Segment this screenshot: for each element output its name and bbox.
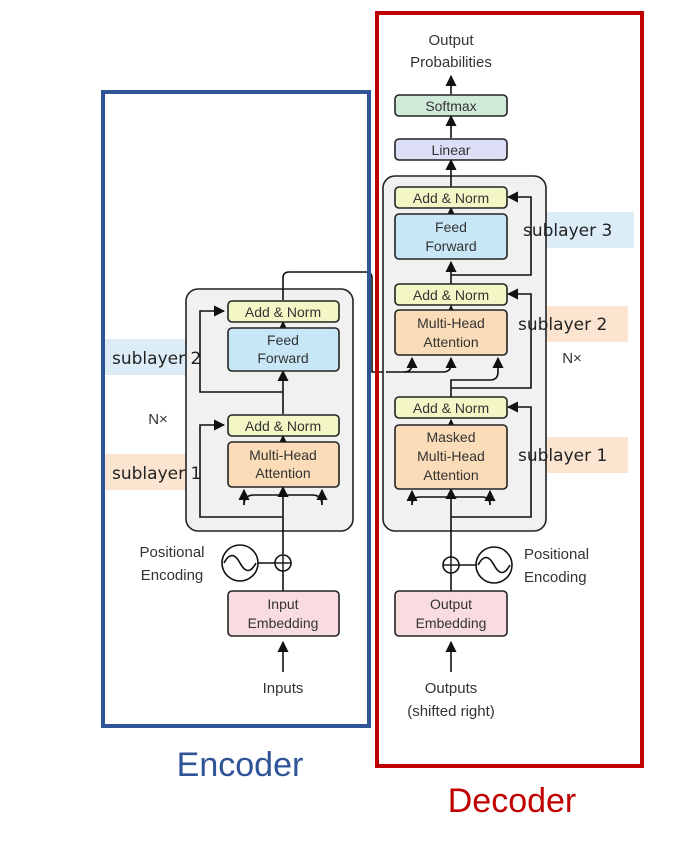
decoder-positional-label-2: Encoding — [524, 569, 587, 586]
encoder-residual-2 — [199, 305, 283, 393]
encoder-residual-1 — [199, 419, 283, 518]
decoder-linear-label: Linear — [432, 142, 471, 158]
decoder-residual-2 — [451, 288, 532, 389]
decoder-residual-1 — [451, 401, 532, 518]
encoder-feed-forward — [227, 327, 340, 372]
decoder-masked-label-3: Attention — [423, 467, 478, 483]
encoder-nx-label: N× — [148, 411, 168, 428]
encoder-title: Encoder — [177, 746, 304, 784]
decoder-masked-label-1: Masked — [426, 429, 475, 445]
decoder-feed-forward-label-2: Forward — [425, 238, 476, 254]
encoder-embedding-label-1: Input — [267, 596, 298, 612]
encoder-positional-label-2: Encoding — [141, 567, 204, 584]
decoder-add-norm-3 — [394, 186, 508, 209]
encoder-feed-forward-label-1: Feed — [267, 332, 299, 348]
decoder-add-norm-1 — [394, 396, 508, 419]
decoder-residual-3 — [451, 191, 532, 276]
decoder-attention-label-1: Multi-Head — [417, 315, 485, 331]
encoder-add-norm-1-label: Add & Norm — [245, 418, 321, 434]
decoder-attention-label-2: Attention — [423, 334, 478, 350]
decoder-softmax-label: Softmax — [425, 98, 476, 114]
encoder-add-norm-2 — [227, 300, 340, 323]
encoder-input-embedding — [227, 590, 340, 637]
encoder-frame — [101, 90, 371, 728]
decoder-sublayer-2-label: sublayer 2 — [518, 315, 607, 335]
decoder-encoder-input-mid — [404, 356, 457, 373]
encoder-add-norm-1 — [227, 414, 340, 437]
decoder-add-norm-3-label: Add & Norm — [413, 190, 489, 206]
encoder-attention-label-2: Attention — [255, 465, 310, 481]
decoder-title: Decoder — [448, 782, 577, 820]
decoder-embedding-label-1: Output — [430, 596, 472, 612]
encoder-feed-forward-label-2: Forward — [257, 350, 308, 366]
encoder-positional-label-1: Positional — [139, 544, 204, 561]
decoder-linear — [394, 138, 508, 161]
decoder-feed-forward-label-1: Feed — [435, 219, 467, 235]
decoder-sublayer-1-label: sublayer 1 — [518, 446, 607, 466]
decoder-feed-forward — [394, 213, 508, 260]
encoder-embedding-label-2: Embedding — [248, 615, 319, 631]
decoder-masked-label-2: Multi-Head — [417, 448, 485, 464]
decoder-output-embedding — [394, 590, 508, 637]
decoder-add-norm-1-label: Add & Norm — [413, 400, 489, 416]
decoder-softmax — [394, 94, 508, 117]
decoder-outputs-label-1: Outputs — [425, 680, 478, 697]
decoder-output-probabilities-2: Probabilities — [410, 54, 492, 71]
decoder-frame — [375, 11, 644, 768]
encoder-sublayer-2-label: sublayer 2 — [112, 349, 201, 369]
encoder-sublayer-1-label: sublayer 1 — [112, 464, 201, 484]
decoder-masked-attention — [394, 424, 508, 490]
decoder-add-norm-2 — [394, 283, 508, 306]
decoder-nx-label: N× — [562, 350, 582, 367]
decoder-outputs-label-2: (shifted right) — [407, 703, 495, 720]
decoder-multi-head-attention — [394, 309, 508, 356]
encoder-add-norm-2-label: Add & Norm — [245, 304, 321, 320]
encoder-inputs-label: Inputs — [263, 680, 304, 697]
decoder-sublayer-3-label: sublayer 3 — [523, 221, 612, 241]
decoder-arrow-addnorm1-attention — [450, 356, 504, 397]
decoder-output-probabilities-1: Output — [428, 32, 474, 49]
encoder-attention-label-1: Multi-Head — [249, 447, 317, 463]
decoder-embedding-label-2: Embedding — [416, 615, 487, 631]
decoder-positional-label-1: Positional — [524, 546, 589, 563]
encoder-multi-head-attention — [227, 441, 340, 488]
decoder-add-norm-2-label: Add & Norm — [413, 287, 489, 303]
